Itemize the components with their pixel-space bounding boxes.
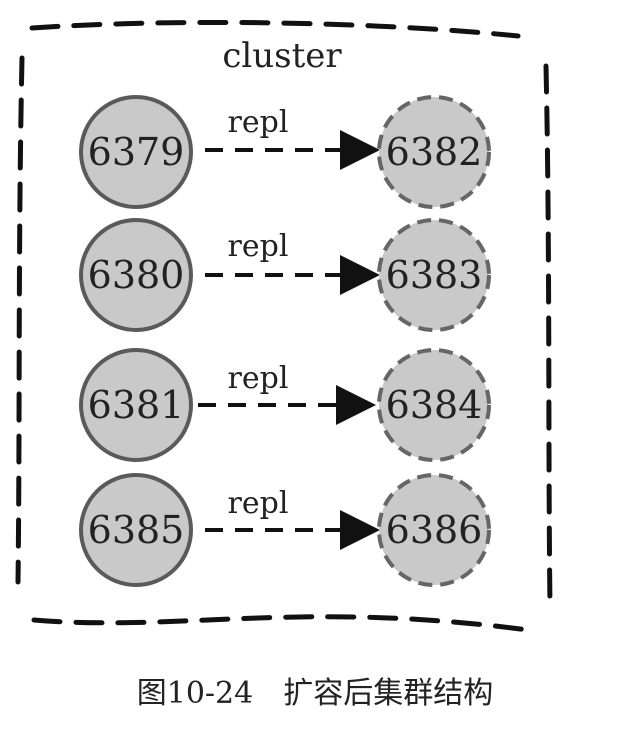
replica-node-label: 6383 <box>386 253 483 297</box>
replication-row: 6379 repl 6382 <box>79 95 491 209</box>
master-node-label: 6385 <box>88 508 185 552</box>
cluster-border-left <box>15 55 25 585</box>
master-node-label: 6381 <box>88 383 185 427</box>
master-node-label: 6380 <box>88 253 185 297</box>
replica-node-circle <box>377 473 491 587</box>
replication-row: 6381 repl 6384 <box>79 348 491 462</box>
replication-label: repl <box>228 361 289 396</box>
replica-node-label: 6384 <box>386 383 483 427</box>
replication-row: 6385 repl 6386 <box>79 473 491 587</box>
cluster-border-top <box>29 19 521 39</box>
master-node-label: 6379 <box>88 130 185 174</box>
replication-label: repl <box>228 105 289 140</box>
cluster-label: cluster <box>222 36 342 76</box>
replication-row: 6380 repl 6383 <box>79 218 491 332</box>
replication-label: repl <box>228 229 289 264</box>
replica-node-circle <box>377 348 491 462</box>
cluster-border-right <box>543 63 553 611</box>
replica-node-label: 6382 <box>386 130 483 174</box>
cluster-border-bottom <box>31 614 531 633</box>
cluster-boundary <box>15 19 553 633</box>
replica-node-label: 6386 <box>386 508 483 552</box>
master-node-circle <box>79 348 193 462</box>
replica-node-circle <box>377 218 491 332</box>
master-node-circle <box>79 473 193 587</box>
replica-node-circle <box>377 95 491 209</box>
master-node-circle <box>79 218 193 332</box>
figure-caption: 图10-24 扩容后集群结构 <box>136 676 494 711</box>
replication-label: repl <box>228 486 289 521</box>
master-node-circle <box>79 95 193 209</box>
